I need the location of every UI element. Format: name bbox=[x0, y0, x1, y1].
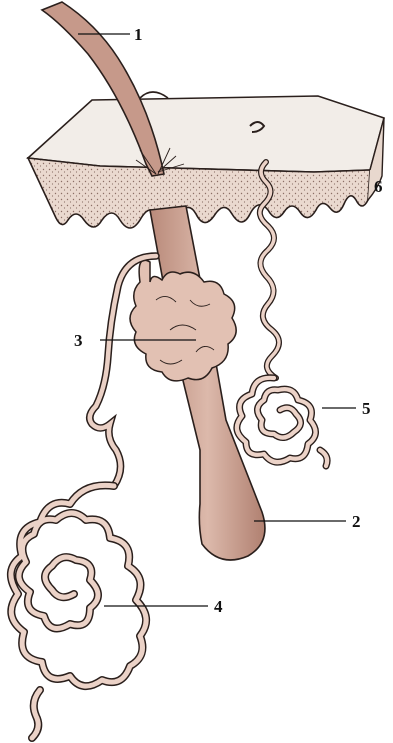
label-2: 2 bbox=[352, 512, 361, 531]
hair-root bbox=[150, 206, 265, 560]
sweat-gland-coil-small-fill bbox=[237, 378, 327, 466]
label-3: 3 bbox=[74, 331, 83, 350]
skin-surface bbox=[28, 96, 384, 172]
label-5: 5 bbox=[362, 399, 371, 418]
surface-pore bbox=[140, 92, 168, 98]
label-1: 1 bbox=[134, 25, 143, 44]
label-6: 6 bbox=[374, 177, 383, 196]
sebaceous-gland bbox=[130, 260, 236, 381]
label-4: 4 bbox=[214, 597, 223, 616]
